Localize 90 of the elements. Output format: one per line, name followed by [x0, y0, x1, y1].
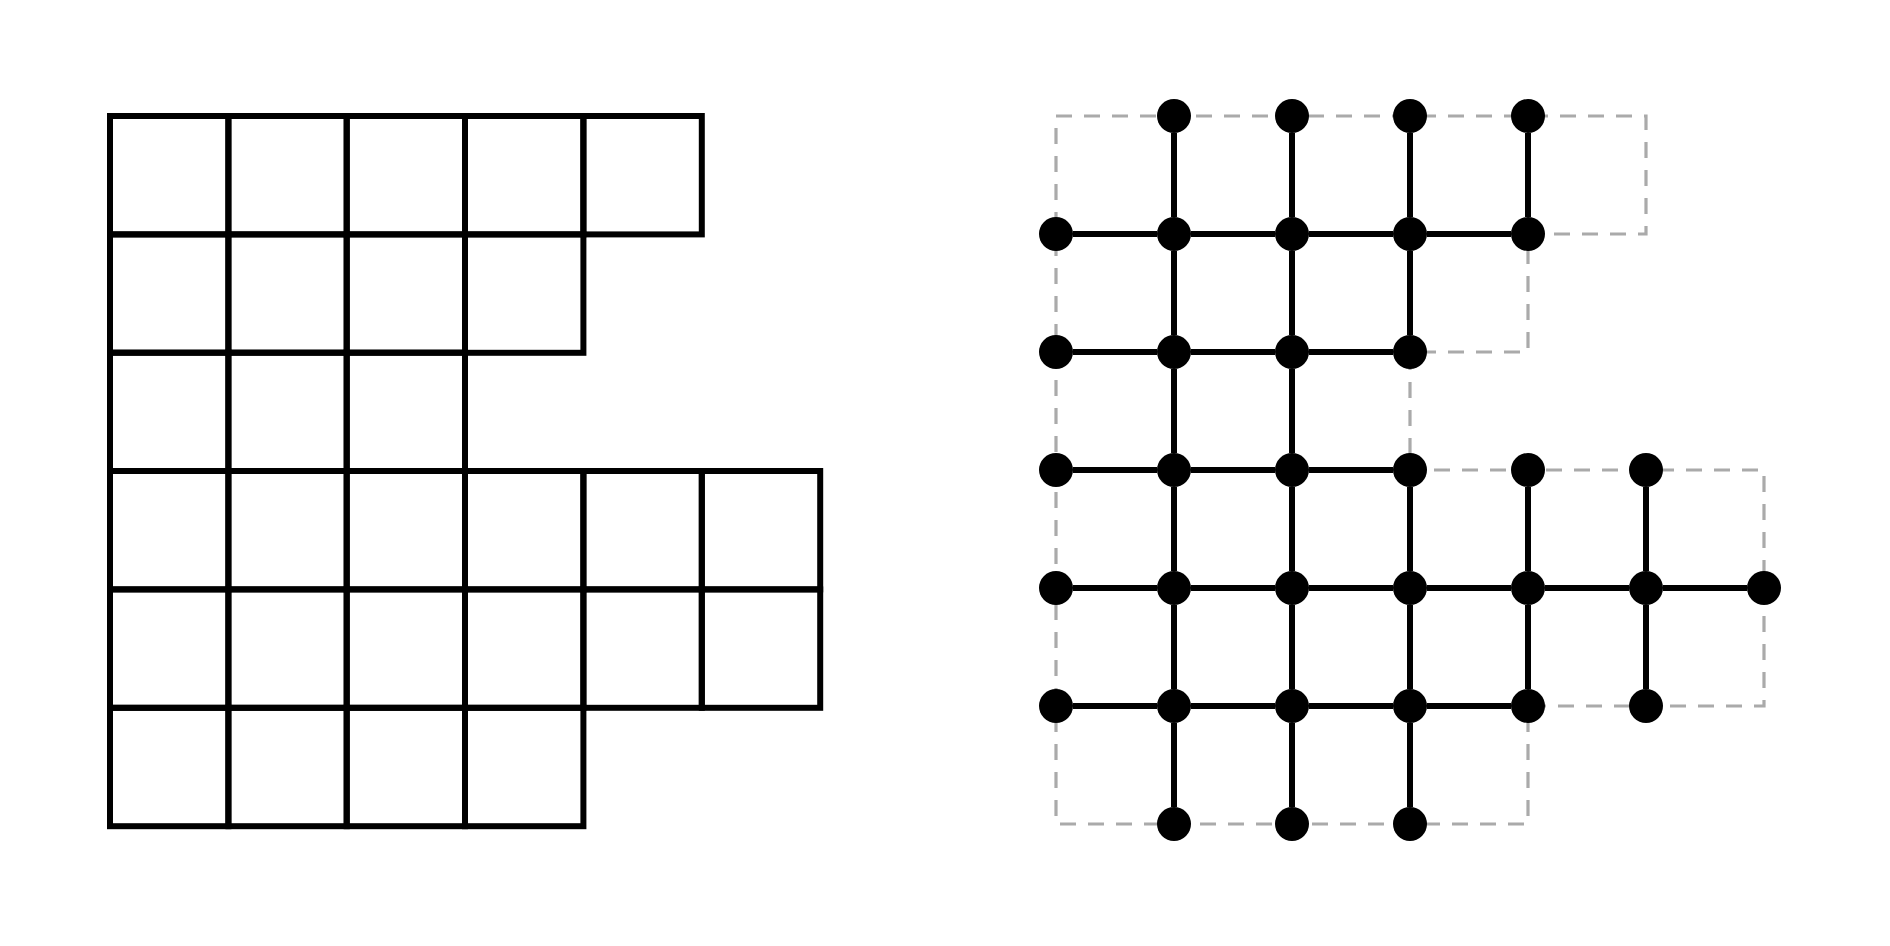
vertex-dot	[1393, 335, 1427, 369]
edge-line	[1191, 349, 1275, 355]
vertex-dot	[1511, 689, 1545, 723]
vertex-dot	[1393, 807, 1427, 841]
edge-line	[1427, 703, 1511, 709]
vertex-dot	[1039, 689, 1073, 723]
vertex-dot	[1039, 217, 1073, 251]
vertex-dot	[1511, 217, 1545, 251]
edge-line	[1525, 605, 1531, 689]
edge-line	[1073, 467, 1157, 473]
vertex-dot	[1039, 571, 1073, 605]
vertex-dot	[1275, 453, 1309, 487]
edge-line	[1525, 487, 1531, 571]
vertex-dot	[1393, 99, 1427, 133]
vertex-dot	[1157, 807, 1191, 841]
vertex-dot	[1629, 689, 1663, 723]
edge-line	[1073, 585, 1157, 591]
vertex-dot	[1275, 689, 1309, 723]
vertex-dot	[1393, 217, 1427, 251]
edge-line	[1191, 467, 1275, 473]
edge-line	[1171, 133, 1177, 217]
edge-line	[1407, 723, 1413, 807]
vertex-dot	[1511, 571, 1545, 605]
vertex-dot	[1157, 99, 1191, 133]
grid-square	[343, 349, 468, 474]
edge-line	[1407, 133, 1413, 217]
edge-line	[1073, 349, 1157, 355]
edge-line	[1073, 703, 1157, 709]
grid-square	[343, 704, 468, 830]
grid-square	[462, 704, 587, 830]
edge-line	[1171, 605, 1177, 689]
grid-square	[343, 231, 468, 356]
vertex-dot	[1275, 217, 1309, 251]
grid-square	[580, 113, 705, 238]
edge-line	[1289, 487, 1295, 571]
edge-line	[1289, 133, 1295, 217]
vertex-dot	[1275, 335, 1309, 369]
vertex-dot	[1157, 217, 1191, 251]
vertex-dot	[1275, 571, 1309, 605]
grid-square	[343, 586, 468, 711]
edge-line	[1191, 703, 1275, 709]
grid-square	[225, 704, 350, 830]
edge-line	[1407, 251, 1413, 335]
edge-line	[1171, 251, 1177, 335]
grid-square	[225, 349, 350, 474]
edge-line	[1427, 231, 1511, 237]
edge-line	[1309, 585, 1393, 591]
edge-line	[1663, 585, 1747, 591]
edge-line	[1643, 605, 1649, 689]
vertex-dot	[1511, 99, 1545, 133]
edge-line	[1073, 231, 1157, 237]
vertex-dot	[1393, 453, 1427, 487]
vertex-dot	[1629, 571, 1663, 605]
edge-line	[1289, 723, 1295, 807]
edge-line	[1171, 723, 1177, 807]
edge-line	[1309, 231, 1393, 237]
vertex-dot	[1393, 689, 1427, 723]
edge-line	[1171, 487, 1177, 571]
edge-line	[1407, 605, 1413, 689]
vertex-dot	[1629, 453, 1663, 487]
vertex-dot	[1039, 335, 1073, 369]
vertex-dot	[1157, 571, 1191, 605]
vertex-dot	[1393, 571, 1427, 605]
edge-line	[1289, 369, 1295, 453]
edge-line	[1407, 487, 1413, 571]
grid-square	[462, 231, 587, 356]
edge-line	[1289, 605, 1295, 689]
edge-line	[1545, 585, 1629, 591]
grid-square	[225, 586, 350, 711]
edge-line	[1309, 467, 1393, 473]
vertex-dot	[1157, 335, 1191, 369]
vertex-dot	[1157, 689, 1191, 723]
grid-square	[225, 231, 350, 356]
vertex-dot	[1039, 453, 1073, 487]
edge-line	[1427, 585, 1511, 591]
vertex-dot	[1275, 99, 1309, 133]
grid-square	[698, 586, 824, 711]
vertex-dot	[1275, 807, 1309, 841]
edge-line	[1191, 231, 1275, 237]
vertex-dot	[1511, 453, 1545, 487]
vertex-dot	[1157, 453, 1191, 487]
edge-line	[1525, 133, 1531, 217]
grid-square	[580, 586, 705, 711]
edge-line	[1309, 703, 1393, 709]
vertex-dot	[1747, 571, 1781, 605]
edge-line	[1643, 487, 1649, 571]
edge-line	[1171, 369, 1177, 453]
edge-line	[1289, 251, 1295, 335]
edge-line	[1309, 349, 1393, 355]
edge-line	[1191, 585, 1275, 591]
